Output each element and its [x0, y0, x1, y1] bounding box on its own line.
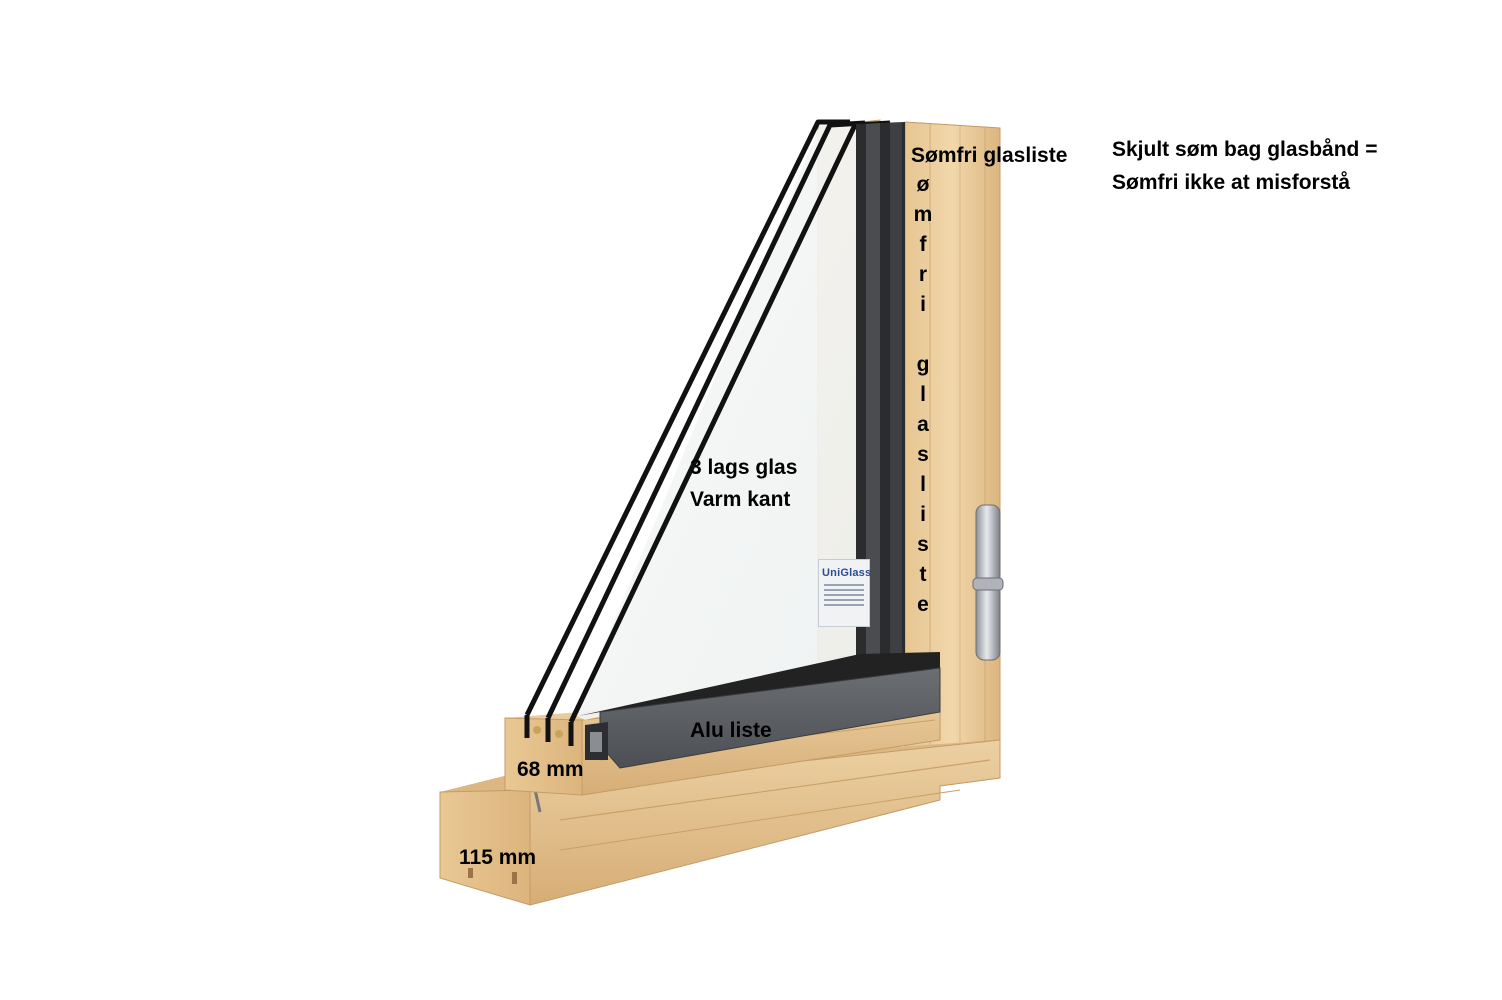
uniglass-brand-text: UniGlass [822, 567, 872, 579]
label-sash-depth: 115 mm [459, 846, 537, 869]
label-glass-layers: 3 lags glas [690, 456, 798, 479]
label-frame-depth: 68 mm [517, 758, 584, 781]
label-warm-edge: Varm kant [690, 488, 791, 511]
vertical-letter: r [918, 263, 928, 286]
note-line-1: Skjult søm bag glasbånd = [1112, 138, 1378, 161]
vertical-letter: g [916, 353, 930, 376]
label-somfri-glasliste: Sømfri glasliste [911, 144, 1068, 167]
vertical-letter: l [920, 473, 926, 496]
vertical-letter: ø [916, 173, 930, 196]
vertical-letter: l [920, 383, 926, 406]
alu-strip-top [578, 652, 940, 716]
vertical-letter: i [920, 293, 926, 316]
vertical-letter: t [919, 563, 927, 586]
vertical-letter [913, 322, 933, 352]
glass-pane-area [575, 125, 860, 720]
uniglass-fineprint [824, 584, 864, 586]
vertical-letter: m [913, 203, 933, 226]
vertical-letter: f [919, 233, 927, 256]
uniglass-logo: UniGlass [818, 559, 872, 627]
vertical-letter: s [917, 443, 929, 466]
hinge-icon [972, 504, 1004, 661]
vertical-letter: s [917, 533, 929, 556]
vertical-letter: e [917, 593, 929, 616]
vertical-letter: a [917, 413, 929, 436]
label-alu-strip: Alu liste [690, 719, 772, 742]
vertical-letter: i [920, 503, 926, 526]
note-line-2: Sømfri ikke at misforstå [1112, 171, 1351, 194]
